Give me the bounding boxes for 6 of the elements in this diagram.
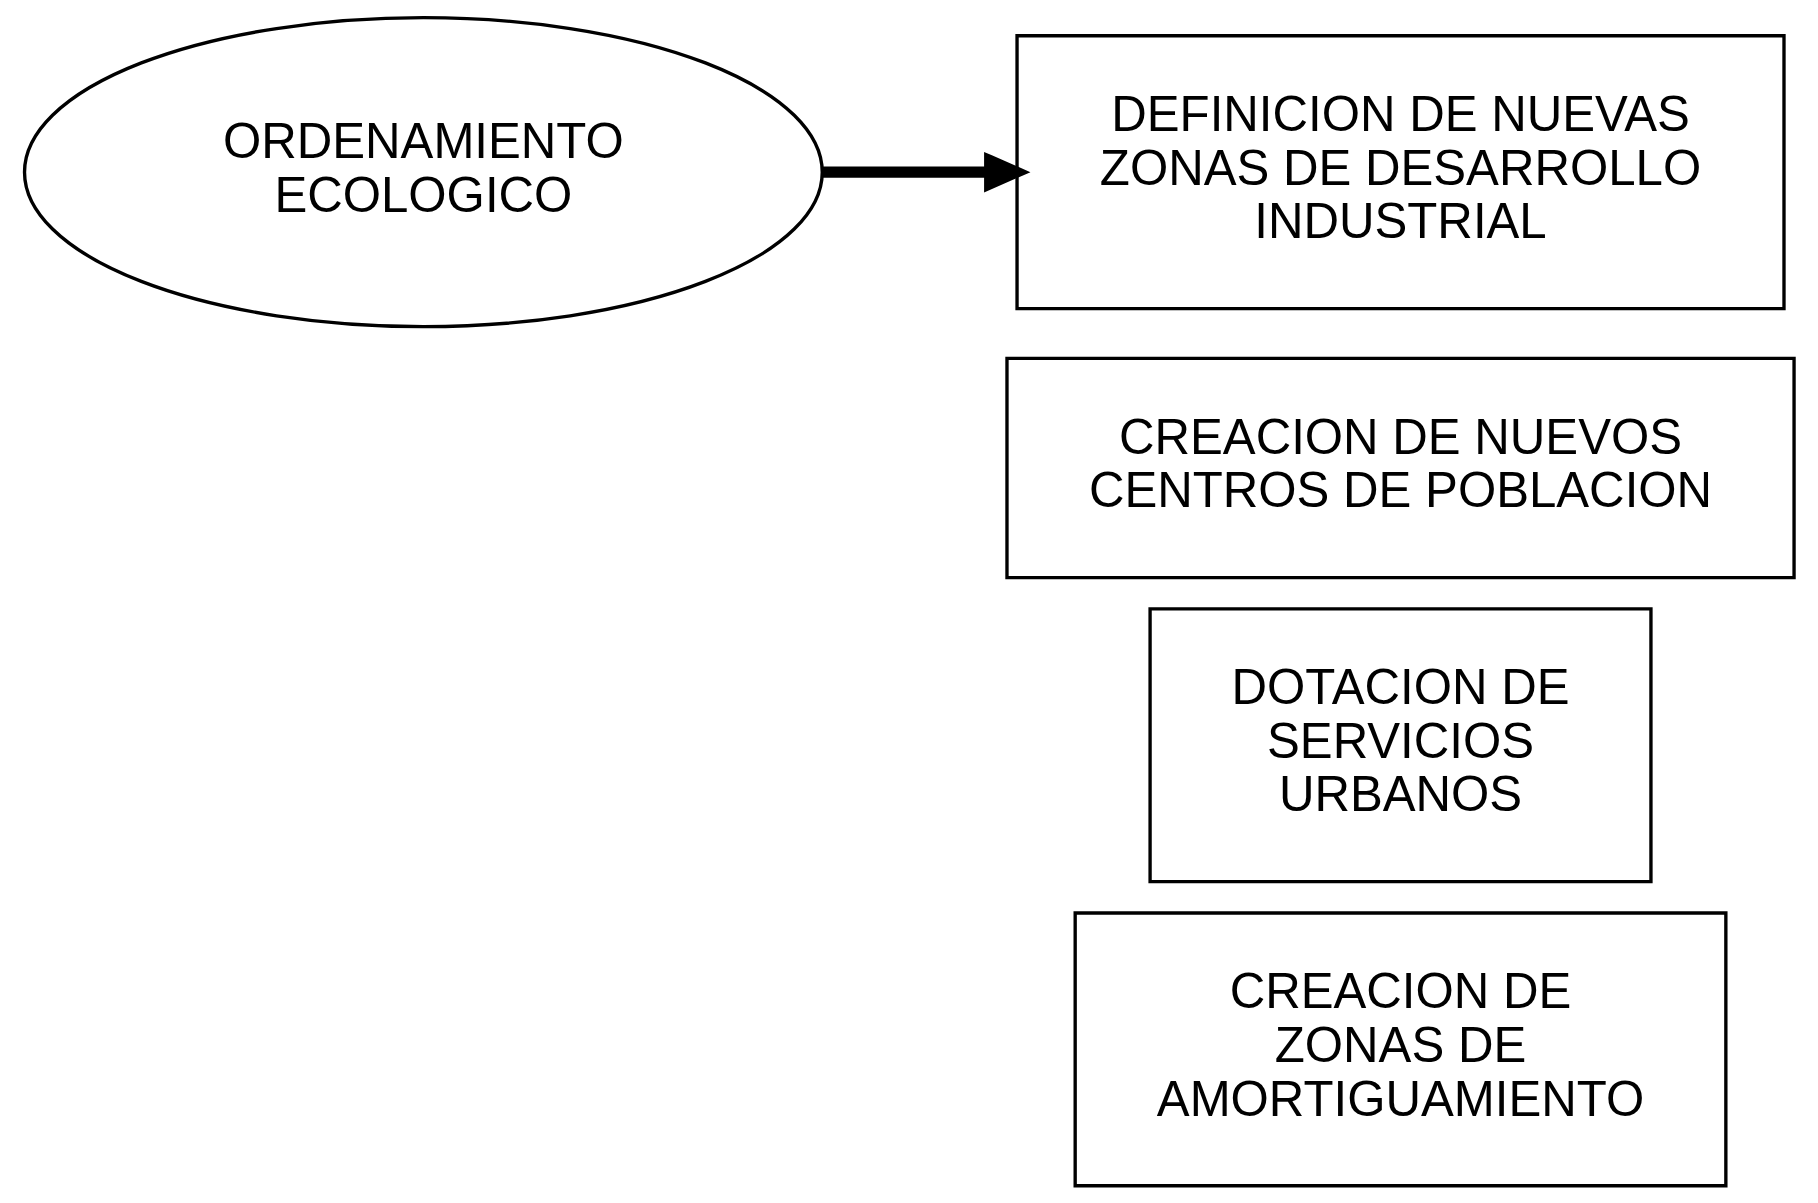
node-box: CREACION DE NUEVOS CENTROS DE POBLACION [1004,356,1796,580]
node-ellipse: ORDENAMIENTO ECOLOGICO [22,16,824,329]
arrow [821,151,1030,193]
node-box: CREACION DE ZONAS DE AMORTIGUAMIENTO [1073,911,1728,1188]
node-box: DOTACION DE SERVICIOS URBANOS [1147,607,1653,884]
node-box: DEFINICION DE NUEVAS ZONAS DE DESARROLLO INDUSTRIAL [1014,34,1786,311]
